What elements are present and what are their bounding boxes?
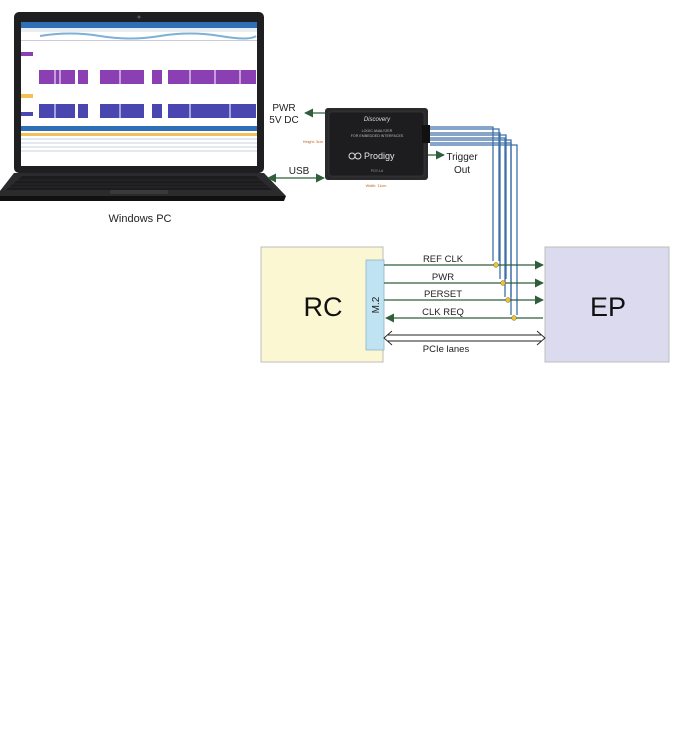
laptop-screen [21,22,257,166]
analyzer-subtitle-1: LOGIC ANALYZER [362,129,393,133]
analyzer-logo-text: Prodigy [364,151,395,161]
signal-label: REF CLK [423,254,464,265]
analyzer-width-label: Width: 11cm [366,184,387,188]
signal-label: PWR [432,272,454,283]
windows-pc-laptop [0,12,286,201]
signal-label: PERSET [424,289,462,300]
protocol-table [21,126,257,152]
m2-slot: M.2 [365,259,385,351]
signal-clk-req: CLK REQ [385,307,543,323]
ep-label: EP [590,292,626,322]
signal-pwr: PWR [384,272,544,288]
rc-label: RC [304,292,343,322]
power-label-line2: 5V DC [269,115,298,126]
usb-label: USB [289,166,310,177]
analyzer-subtitle-2: FOR EMBEDDED INTERFACES [351,134,404,138]
rc-block: RC [260,246,384,363]
analyzer-model: PGY-LA [371,169,384,173]
probe-tap-points [493,262,517,321]
analyzer-brand: Discovery [364,117,391,123]
probe-wires [430,126,518,315]
power-label-line1: PWR [272,103,295,114]
analyzer-height-label: Height: 3cm [303,140,323,144]
pcie-lanes-label: PCIe lanes [423,344,470,355]
m2-label: M.2 [371,296,382,313]
discovery-logic-analyzer: Discovery LOGIC ANALYZER FOR EMBEDDED IN… [325,108,430,180]
ep-block: EP [544,246,670,363]
trigger-label-line2: Out [454,165,470,176]
signal-label: CLK REQ [422,307,464,318]
trace-row-purple [39,70,257,84]
prodigy-logo-icon [348,152,362,160]
windows-pc-caption: Windows PC [109,213,172,225]
signal-ref-clk: REF CLK [384,254,544,270]
pcie-lanes-link: PCIe lanes [383,330,546,355]
signal-perset: PERSET [384,289,544,305]
trigger-label-line1: Trigger [446,152,478,163]
trace-gaps [54,70,241,118]
